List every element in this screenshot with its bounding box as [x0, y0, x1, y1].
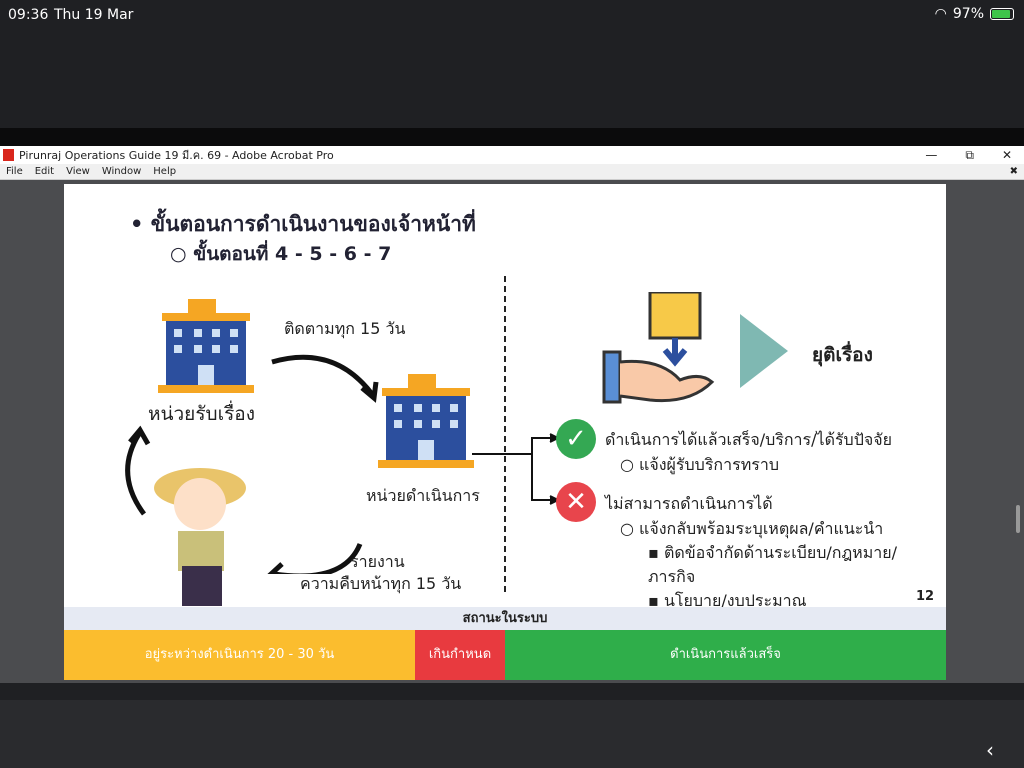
divider-line: [504, 276, 506, 592]
unit-operate-label: หน่วยดำเนินการ: [366, 486, 480, 505]
report-progress-label: ความคืบหน้าทุก 15 วัน: [300, 574, 462, 593]
menu-bar: File Edit View Window Help ✖: [0, 164, 1024, 180]
clock: 09:36: [8, 7, 49, 23]
divider: [0, 128, 1024, 146]
hand-box-icon: [602, 292, 715, 404]
restore-button[interactable]: ⧉: [965, 148, 974, 162]
wifi-icon: ◠: [934, 6, 947, 22]
scrollbar[interactable]: [1016, 505, 1020, 533]
slide-heading: • ขั้นตอนการดำเนินงานของเจ้าหน้าที่: [130, 212, 476, 236]
success-sub-text: แจ้งผู้รับบริการทราบ: [639, 455, 779, 474]
fail-text: ไม่สามารถดำเนินการได้: [605, 494, 773, 513]
acrobat-title-bar: Pirunraj Operations Guide 19 มี.ค. 69 - …: [0, 146, 1024, 164]
follow-up-label: ติดตามทุก 15 วัน: [284, 319, 406, 338]
success-sub: ○ แจ้งผู้รับบริการทราบ: [620, 455, 779, 474]
bottom-bar: [0, 700, 1024, 768]
check-icon: ✓: [556, 419, 596, 459]
x-icon: ✕: [556, 482, 596, 522]
pdf-page: • ขั้นตอนการดำเนินงานของเจ้าหน้าที่ ○ ขั…: [64, 184, 946, 680]
back-chevron-icon[interactable]: ‹: [986, 738, 994, 762]
play-arrow-icon: [740, 314, 788, 388]
branch-arrows: [472, 433, 558, 505]
fail-reason-2: ▪ นโยบาย/งบประมาณ: [648, 591, 807, 610]
slide-subheading: ○ ขั้นตอนที่ 4 - 5 - 6 - 7: [170, 243, 392, 265]
minimize-button[interactable]: —: [925, 148, 938, 162]
farmer-illustration: [154, 468, 246, 606]
status-legend-title: สถานะในระบบ: [64, 607, 946, 630]
fail-reason-2-text: นโยบาย/งบประมาณ: [663, 591, 807, 610]
fail-sub: ○ แจ้งกลับพร้อมระบุเหตุผล/คำแนะนำ: [620, 519, 884, 538]
fail-reason-1: ▪ ติดข้อจำกัดด้านระเบียบ/กฎหมาย/ภารกิจ: [648, 543, 898, 586]
cycle-arrows: [125, 354, 379, 574]
success-text: ดำเนินการได้แล้วเสร็จ/บริการ/ได้รับปัจจั…: [605, 430, 892, 449]
acrobat-icon: [3, 149, 14, 161]
battery-icon: [990, 8, 1014, 20]
heading-text: ขั้นตอนการดำเนินงานของเจ้าหน้าที่: [150, 212, 476, 236]
battery-percent: 97%: [952, 6, 984, 22]
fail-sub-text: แจ้งกลับพร้อมระบุเหตุผล/คำแนะนำ: [639, 519, 884, 538]
status-in-progress: อยู่ระหว่างดำเนินการ 20 - 30 วัน: [64, 630, 415, 680]
menu-edit[interactable]: Edit: [34, 166, 55, 177]
building-icon: [378, 374, 474, 468]
menu-file[interactable]: File: [6, 166, 23, 177]
menu-view[interactable]: View: [66, 166, 90, 177]
status-done: ดำเนินการแล้วเสร็จ: [505, 630, 946, 680]
page-number: 12: [916, 589, 935, 604]
close-document-button[interactable]: ✖: [1009, 166, 1018, 177]
menu-window[interactable]: Window: [101, 166, 142, 177]
terminate-label: ยุติเรื่อง: [812, 344, 873, 366]
subheading-text: ขั้นตอนที่ 4 - 5 - 6 - 7: [193, 243, 392, 265]
window-title: Pirunraj Operations Guide 19 มี.ค. 69 - …: [19, 149, 334, 162]
fail-reason-1-text: ติดข้อจำกัดด้านระเบียบ/กฎหมาย/ภารกิจ: [648, 543, 898, 586]
date: Thu 19 Mar: [54, 7, 134, 23]
unit-receive-label: หน่วยรับเรื่อง: [148, 403, 255, 425]
report-label: รายงาน: [350, 552, 405, 571]
ios-status-bar: 09:36 Thu 19 Mar ◠ 97%: [0, 0, 1024, 30]
close-button[interactable]: ✕: [1001, 148, 1012, 162]
building-icon: [158, 299, 254, 393]
status-overdue: เกินกำหนด: [415, 630, 505, 680]
menu-help[interactable]: Help: [153, 166, 177, 177]
